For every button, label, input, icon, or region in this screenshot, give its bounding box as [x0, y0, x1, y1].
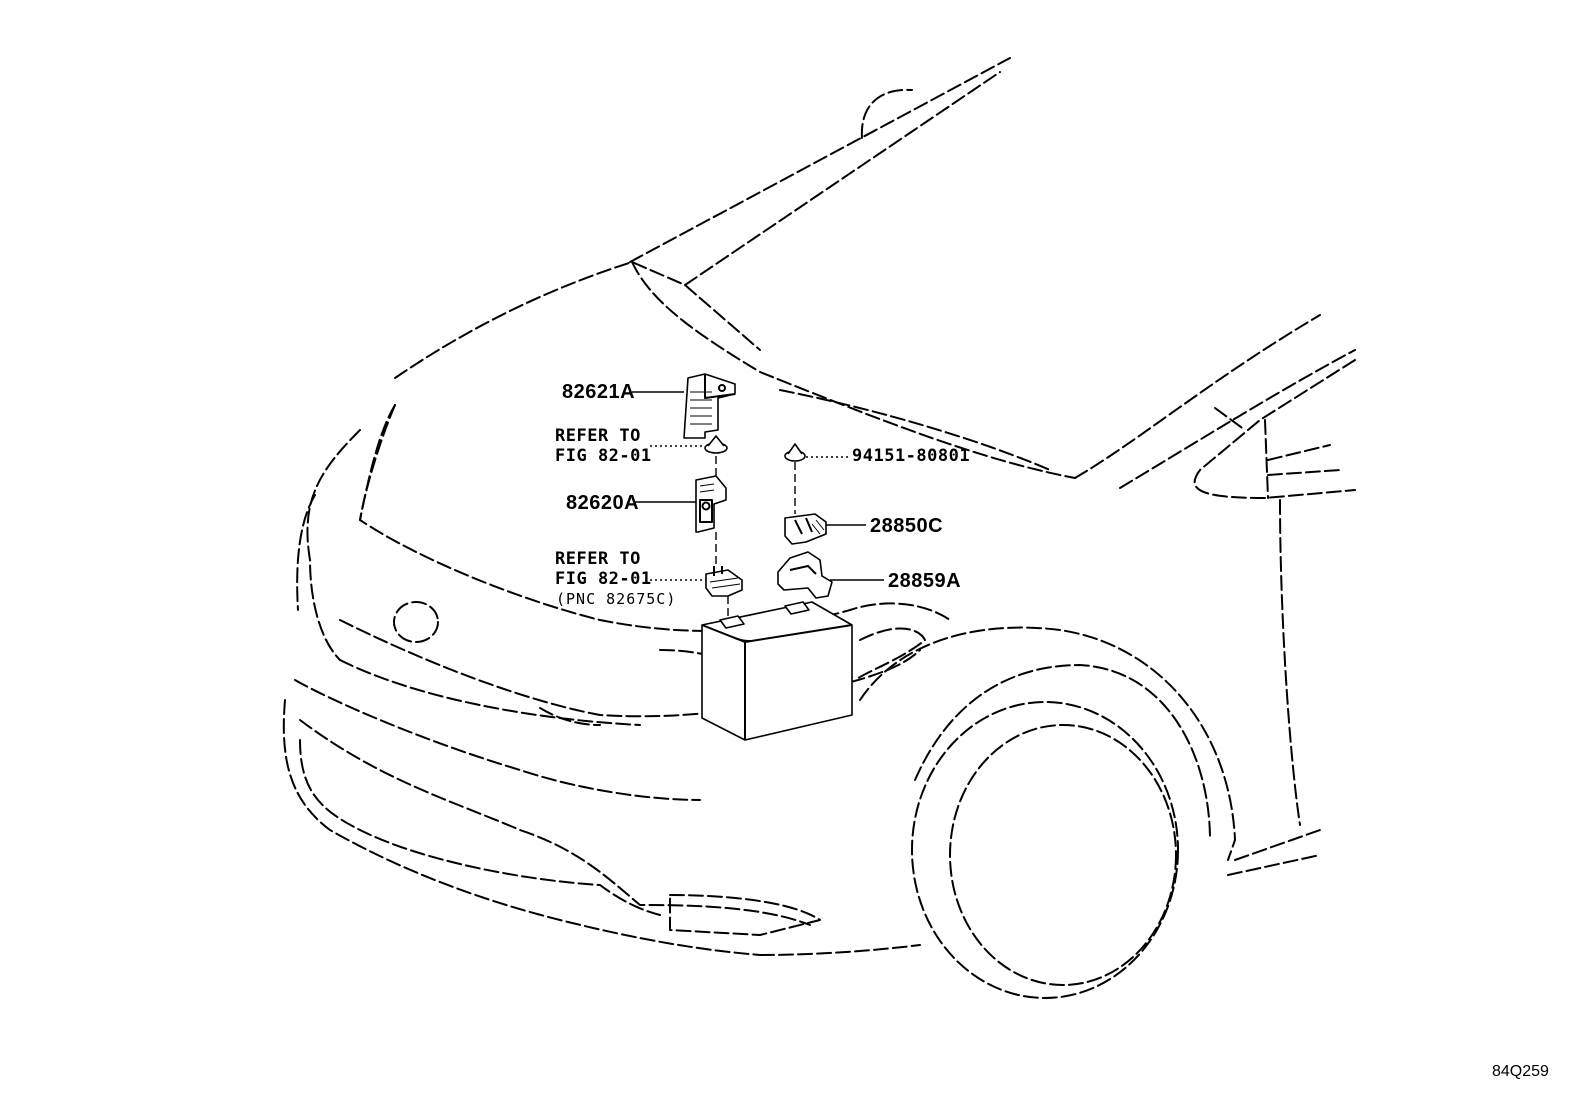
part-82621a-illustration [683, 373, 736, 439]
fuse-block-illustration [705, 566, 743, 597]
assembly-chain-lines [715, 456, 796, 620]
callout-refer-to-line1: REFER TO [555, 426, 641, 446]
part-28850c-illustration [784, 513, 827, 545]
car-body-outline [282, 57, 1356, 999]
callout-28850c: 28850C [870, 515, 944, 537]
callout-refer-to-line2: FIG 82-01 [555, 446, 652, 466]
callout-94151-80801: 94151-80801 [852, 446, 971, 466]
callout-refer-to-2-line1: REFER TO [555, 549, 641, 569]
battery-illustration [701, 601, 853, 741]
callout-28859a: 28859A [888, 570, 962, 592]
callout-pnc-82675c: (PNC 82675C) [556, 590, 677, 608]
callout-82621a: 82621A [562, 381, 636, 403]
clip-refer-illustration [704, 435, 728, 454]
figure-code: 84Q259 [1492, 1063, 1549, 1080]
part-82620a-illustration [695, 475, 727, 533]
callout-refer-to-2-line2: FIG 82-01 [555, 569, 652, 589]
part-28859a-illustration [777, 551, 833, 599]
nut-94151-illustration [784, 443, 806, 462]
callout-82620a: 82620A [566, 492, 640, 514]
leader-lines [632, 391, 884, 581]
